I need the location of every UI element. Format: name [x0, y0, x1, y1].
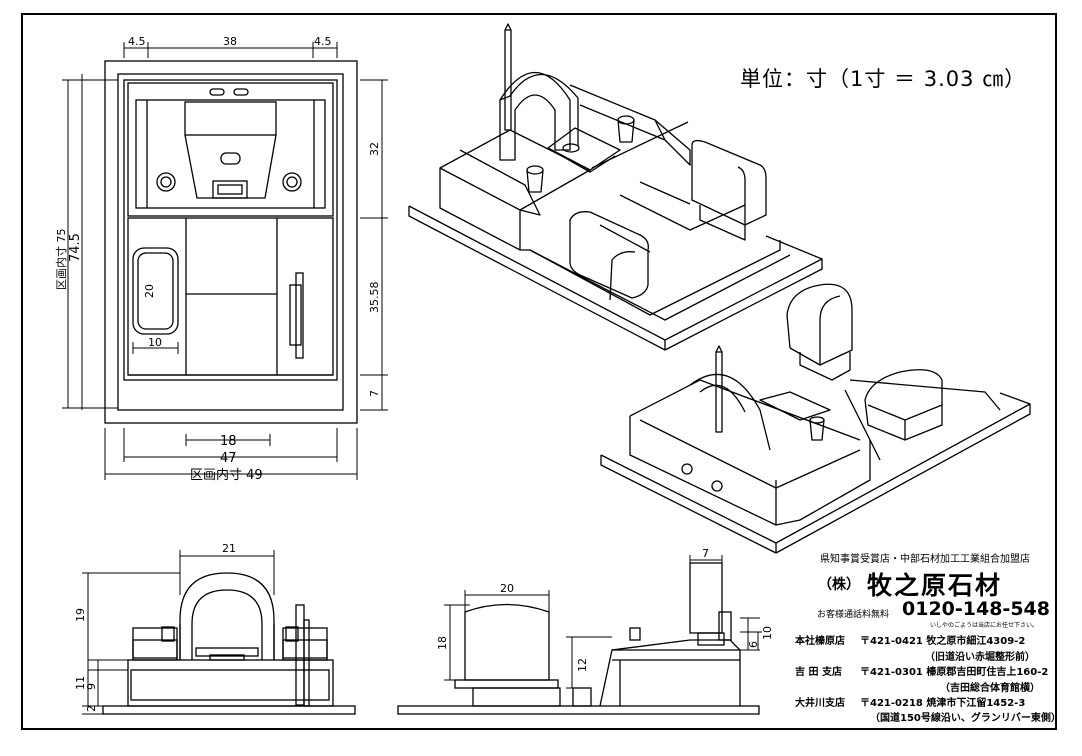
plan-view	[104, 60, 358, 424]
dim-bench-h: 20	[143, 284, 156, 298]
isometric-view-bottom	[600, 283, 1031, 554]
side-elevation	[397, 562, 760, 715]
dim-bottom-2: 47	[220, 451, 237, 466]
company-name-prefix: （株）	[818, 577, 860, 593]
branch-address: 〒421-0218 焼津市下江留1452-3	[860, 698, 1026, 709]
tel-number: 0120-148-548	[902, 598, 1050, 620]
plan-dimension-lines	[62, 42, 388, 480]
sheet-border	[21, 13, 1057, 730]
dim-side-10: 10	[761, 626, 774, 640]
dim-bottom-1: 18	[220, 434, 237, 449]
branch-note: （吉田総合体育館横）	[940, 683, 1040, 694]
dim-top-left: 4.5	[128, 35, 146, 48]
dim-side-6: 6	[747, 641, 760, 648]
dim-right-mid: 35.58	[368, 282, 381, 314]
dim-front-9: 9	[85, 683, 98, 690]
dim-bottom-3: 区画内寸 49	[190, 467, 263, 483]
side-dimension-lines	[444, 555, 762, 689]
dim-top-mid: 38	[223, 35, 237, 48]
dim-right-top: 32	[368, 142, 381, 156]
company-name: 牧之原石材	[867, 571, 1003, 600]
dim-side-20: 20	[500, 582, 514, 595]
company-tagline: 県知事賞受賞店・中部石材加工工業組合加盟店	[820, 554, 1030, 565]
branch-note: （旧道沿い赤堀整形前）	[925, 652, 1035, 663]
dim-side-12: 12	[576, 658, 589, 672]
dim-top-right: 4.5	[314, 35, 332, 48]
branch-note: （国道150号線沿い、グランリバー東側）	[870, 713, 1061, 724]
tel-note: いしやのごようは当店にお任せ下さい。	[930, 622, 1038, 629]
dim-right-bottom: 7	[368, 390, 381, 397]
front-dimension-labels: 21 19 11 9 2	[74, 542, 236, 712]
dim-front-11: 11	[74, 676, 87, 690]
dim-front-2: 2	[85, 705, 98, 712]
dim-side-7: 7	[702, 547, 709, 560]
plan-dimension-labels: 4.5 38 4.5 区画内寸 75 74.5 32 35.58 7 20 10…	[54, 35, 381, 483]
dim-bench-w: 10	[148, 336, 162, 349]
isometric-view-top	[408, 23, 823, 351]
dim-side-18: 18	[436, 636, 449, 650]
front-elevation	[102, 572, 356, 715]
branch-name: 大井川支店	[795, 698, 845, 709]
side-dimension-labels: 20 18 12 7 10 6	[436, 547, 774, 672]
branch-address: 〒421-0301 榛原郡吉田町住吉上160-2	[860, 667, 1049, 678]
dim-front-19: 19	[74, 608, 87, 622]
dim-left-inner: 74.5	[68, 233, 83, 262]
company-info: 県知事賞受賞店・中部石材加工工業組合加盟店 （株） 牧之原石材 お客様通話料無料…	[770, 548, 1070, 724]
branch-name: 吉 田 支店	[795, 667, 842, 678]
tel-label: お客様通話料無料	[817, 610, 890, 620]
dim-front-top: 21	[222, 542, 236, 555]
dim-left-outer: 区画内寸 75	[54, 229, 68, 291]
front-dimension-lines	[82, 550, 275, 715]
unit-label: 単位：寸（1寸 ＝ 3.03 ㎝）	[740, 67, 1026, 91]
branch-address: 〒421-0421 牧之原市細江4309-2	[860, 636, 1026, 647]
branch-name: 本社榛原店	[795, 636, 845, 647]
